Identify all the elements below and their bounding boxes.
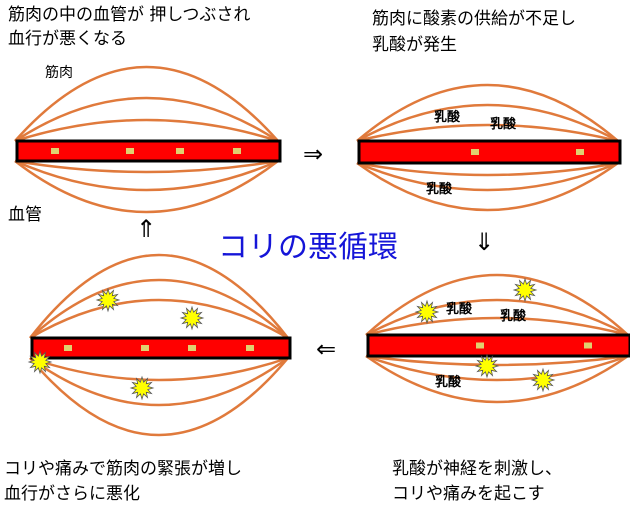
- blood-cell: [233, 148, 241, 154]
- pain-burst-icon: [512, 277, 538, 303]
- step3-caption-line2: コリや痛みを起こす: [392, 484, 545, 504]
- muscle-fiber: [356, 83, 619, 142]
- blood-vessel: [357, 139, 622, 165]
- muscle-fiber: [365, 354, 629, 404]
- arrow-up: ⇑: [136, 215, 157, 243]
- pain-burst-icon: [27, 349, 53, 375]
- muscle-fiber: [29, 253, 289, 339]
- muscle-fiber: [356, 161, 619, 177]
- lactic-acid-label: 乳酸: [490, 117, 517, 132]
- pain-burst-icon: [414, 299, 440, 325]
- lactic-acid-label: 乳酸: [446, 302, 473, 317]
- blood-vessel: [30, 336, 292, 360]
- pain-burst-icon: [474, 353, 500, 379]
- muscle-fiber: [14, 65, 279, 142]
- blood-cell: [188, 345, 196, 351]
- muscle-fiber: [14, 159, 279, 174]
- blood-cell: [126, 148, 134, 154]
- muscle-fiber: [365, 354, 629, 382]
- blood-vessel: [15, 139, 282, 163]
- muscle-fiber: [29, 357, 289, 437]
- muscle-fiber: [29, 356, 289, 407]
- blood-cell: [51, 148, 59, 154]
- muscle-fiber: [29, 278, 289, 339]
- muscle-label: 筋肉: [45, 65, 73, 81]
- blood-cell: [64, 345, 72, 351]
- step4-caption-line1: コリや痛みで筋肉の緊張が増し: [4, 459, 242, 479]
- blood-vessel: [366, 333, 630, 358]
- lactic-acid-label: 乳酸: [426, 182, 453, 197]
- lactic-acid-label: 乳酸: [434, 110, 461, 125]
- muscle-fiber: [14, 160, 279, 214]
- muscle-fiber: [14, 96, 279, 143]
- step2-caption-line1: 筋肉に酸素の供給が不足し: [372, 9, 576, 29]
- muscle-fiber: [356, 161, 619, 192]
- arrow-right: ⇒: [303, 140, 324, 168]
- pain-burst-icon: [95, 287, 121, 313]
- step1-caption-line1: 筋肉の中の血管が 押しつぶされ: [8, 5, 251, 25]
- step3-caption-line1: 乳酸が神経を刺激し、: [392, 459, 562, 479]
- pain-burst-icon: [530, 367, 556, 393]
- muscle-fiber: [365, 316, 629, 337]
- blood-cell: [476, 342, 484, 349]
- muscle-fiber: [14, 159, 279, 192]
- arrow-left: ⇐: [316, 335, 337, 363]
- step2-caption-line2: 乳酸が発生: [372, 35, 457, 55]
- muscle-fiber: [356, 161, 619, 212]
- muscle-fiber: [365, 298, 629, 337]
- muscle-fiber: [356, 103, 619, 143]
- lactic-acid-label: 乳酸: [435, 375, 462, 390]
- arrow-down: ⇓: [474, 228, 495, 256]
- muscle-fiber: [14, 118, 279, 143]
- blood-cell: [576, 149, 584, 155]
- pain-burst-icon: [129, 375, 155, 401]
- muscle-fiber: [365, 273, 629, 336]
- blood-cell: [246, 345, 254, 351]
- blood-cell: [471, 149, 479, 155]
- muscle-fiber: [29, 298, 289, 340]
- pain-burst-icon: [179, 305, 205, 331]
- lactic-acid-label: 乳酸: [500, 309, 527, 324]
- vessel-label: 血管: [8, 205, 42, 225]
- blood-cell: [176, 148, 184, 154]
- muscle-fiber: [29, 356, 289, 382]
- step1-caption-line2: 血行が悪くなる: [8, 29, 127, 49]
- muscle-fiber: [356, 123, 619, 143]
- step4-caption-line2: 血行がさらに悪化: [4, 484, 140, 504]
- blood-cell: [584, 342, 592, 349]
- muscle-fiber: [365, 354, 629, 367]
- diagram-title: コリの悪循環: [218, 230, 398, 265]
- blood-cell: [141, 345, 149, 351]
